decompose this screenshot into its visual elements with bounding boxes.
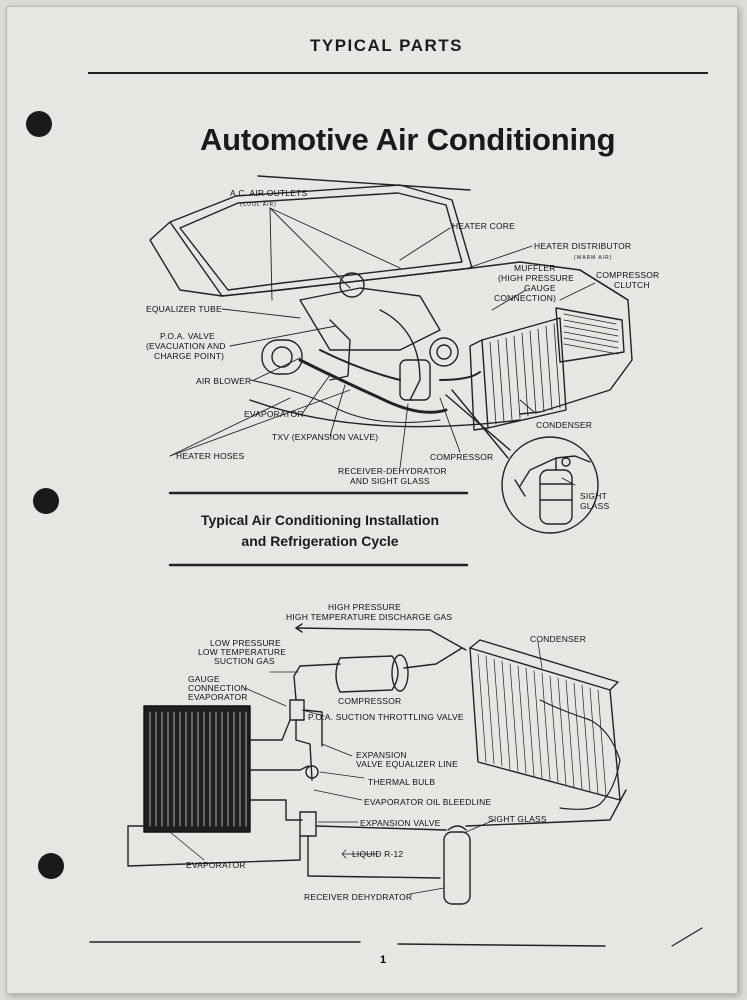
label-heater-core: HEATER CORE (452, 221, 515, 231)
binder-hole-bottom (38, 853, 64, 879)
label-oil-bleedline: EVAPORATOR OIL BLEEDLINE (364, 797, 492, 807)
label-evaporator-2: EVAPORATOR (186, 860, 246, 870)
label-evaporator: EVAPORATOR (244, 409, 304, 419)
label-heater-hoses: HEATER HOSES (176, 451, 245, 461)
label-condenser-2: CONDENSER (530, 634, 587, 644)
label-muffler-3: GAUGE (524, 283, 556, 293)
label-muffler-4: CONNECTION) (494, 293, 557, 303)
binder-hole-top (26, 111, 52, 137)
label-gauge-3: EVAPORATOR (188, 692, 248, 702)
label-expansion-valve: EXPANSION VALVE (360, 818, 441, 828)
label-ac-air-outlets: A.C. AIR OUTLETS (230, 188, 308, 198)
caption-line-2: and Refrigeration Cycle (241, 533, 399, 549)
label-expansion-equalizer: EXPANSION (356, 750, 407, 760)
label-expansion-equalizer-2: VALVE EQUALIZER LINE (356, 759, 458, 769)
label-heater-distributor-sub: (WARM AIR) (574, 255, 613, 261)
label-gauge: GAUGE (188, 674, 220, 684)
label-receiver-dehydrator: RECEIVER-DEHYDRATOR (338, 466, 447, 476)
label-compressor-clutch-2: CLUTCH (614, 280, 650, 290)
label-ac-air-outlets-sub: (COOL AIR) (240, 202, 277, 208)
label-sight-glass-2: GLASS (580, 501, 610, 511)
label-equalizer-tube: EQUALIZER TUBE (146, 304, 222, 314)
label-condenser: CONDENSER (536, 420, 593, 430)
section-header: TYPICAL PARTS (310, 36, 463, 55)
label-gauge-2: CONNECTION (188, 683, 248, 693)
label-low-pressure-3: SUCTION GAS (214, 656, 275, 666)
label-sight-glass: SIGHT (580, 491, 607, 501)
label-compressor-clutch: COMPRESSOR (596, 270, 660, 280)
label-air-blower: AIR BLOWER (196, 376, 252, 386)
label-muffler: MUFFLER (514, 263, 556, 273)
label-sight-glass-3: SIGHT GLASS (488, 814, 547, 824)
label-high-pressure-2: HIGH TEMPERATURE DISCHARGE GAS (286, 612, 453, 622)
label-poa-suction-valve: P.O.A. SUCTION THROTTLING VALVE (308, 712, 464, 722)
label-compressor-2: COMPRESSOR (338, 696, 402, 706)
label-receiver-dehydrator-3: RECEIVER DEHYDRATOR (304, 892, 413, 902)
label-txv: TXV (EXPANSION VALVE) (272, 432, 379, 442)
caption-line-1: Typical Air Conditioning Installation (201, 512, 439, 528)
label-receiver-dehydrator-2: AND SIGHT GLASS (350, 476, 430, 486)
binder-hole-middle (33, 488, 59, 514)
label-heater-distributor: HEATER DISTRIBUTOR (534, 241, 632, 251)
label-liquid-r12: LIQUID R-12 (352, 849, 404, 859)
header-rule (88, 72, 708, 74)
engine-bay-illustration (149, 175, 633, 534)
label-poa-valve: P.O.A. VALVE (160, 331, 215, 341)
label-muffler-2: (HIGH PRESSURE (498, 273, 575, 283)
refrigeration-cycle-diagram (127, 623, 627, 905)
label-poa-valve-3: CHARGE POINT) (154, 351, 225, 361)
label-low-pressure-2: LOW TEMPERATURE (198, 647, 287, 657)
label-poa-valve-2: (EVACUATION AND (146, 341, 226, 351)
page-title: Automotive Air Conditioning (200, 122, 616, 157)
label-thermal-bulb: THERMAL BULB (368, 777, 436, 787)
label-low-pressure: LOW PRESSURE (210, 638, 281, 648)
label-high-pressure: HIGH PRESSURE (328, 602, 401, 612)
label-compressor: COMPRESSOR (430, 452, 494, 462)
page-number: 1 (380, 954, 387, 966)
figure-caption: Typical Air Conditioning Installation an… (180, 510, 460, 552)
